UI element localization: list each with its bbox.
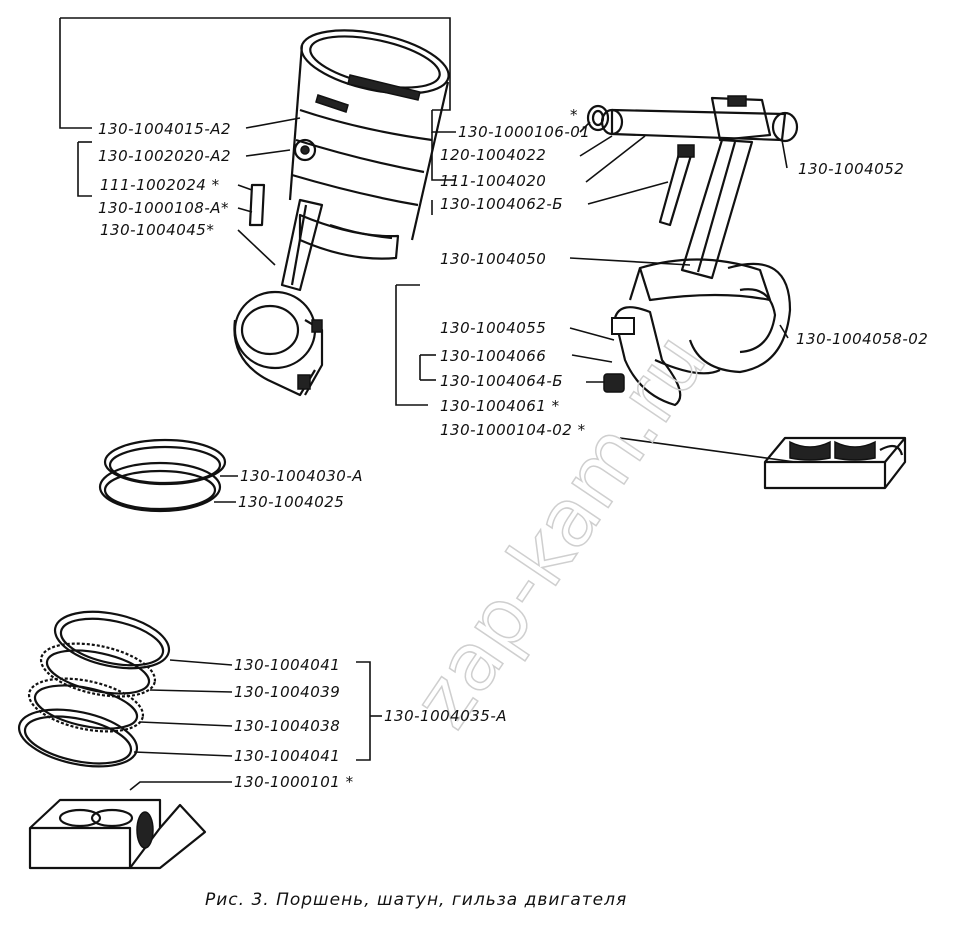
label-rod-assembly: 130-1004061 * [440,397,560,415]
label-pin-kit: 130-1000106-01 [458,123,590,141]
label-washer: 130-1004066 [440,347,546,365]
label-oil-ring-assembly: 130-1004035-А [384,707,507,725]
figure-caption: Рис. 3. Поршень, шатун, гильза двигателя [205,890,627,910]
label-rod-cap: 130-1004055 [440,319,546,337]
label-piston-rod-set: 130-1004045* [100,221,214,239]
piston-liner-assembly-drawing [233,29,450,397]
label-small-end-bushing: 130-1004052 [798,160,904,178]
label-oil-ring-expander-radial: 130-1004038 [234,717,340,735]
label-piston-kit: 130-1000108-А* [98,199,229,217]
label-oil-ring-disc-2: 130-1004041 [234,747,340,765]
label-connecting-rod: 130-1004050 [440,250,546,268]
bearing-set-box-drawing [763,436,907,490]
label-pin-lock: 120-1004022 [440,146,546,164]
oil-rings-leaders [129,659,382,791]
label-rod-bolt: 130-1004062-Б [440,195,563,213]
label-pin-kit-star: * [570,106,578,124]
ring-set-box-drawing [28,798,207,870]
label-compression-ring-upper: 130-1004030-А [240,467,363,485]
label-oil-ring-disc-1: 130-1004041 [234,656,340,674]
label-rod-nut: 130-1004064-Б [440,372,563,390]
part-labels: 130-1004015-А2 130-1002020-А2 111-100202… [98,106,928,791]
label-compression-ring-lower: 130-1004025 [238,493,344,511]
label-piston-liner-set: 130-1004015-А2 [98,120,231,138]
compression-rings-drawing [98,438,227,513]
label-ring-kit: 130-1000101 * [234,773,354,791]
label-bearing-shells: 130-1004058-02 [796,330,928,348]
piston-leader-lines [59,17,451,266]
compression-rings-leaders [214,475,238,503]
label-piston: 130-1002020-А2 [98,147,231,165]
label-lock-ring: 111-1002024 * [100,176,220,194]
label-bearing-kit: 130-1000104-02 * [440,421,586,439]
label-piston-pin: 111-1004020 [440,172,546,190]
rod-leader-lines [395,110,796,463]
label-oil-ring-expander-axial: 130-1004039 [234,683,340,701]
oil-rings-drawing [17,610,171,768]
